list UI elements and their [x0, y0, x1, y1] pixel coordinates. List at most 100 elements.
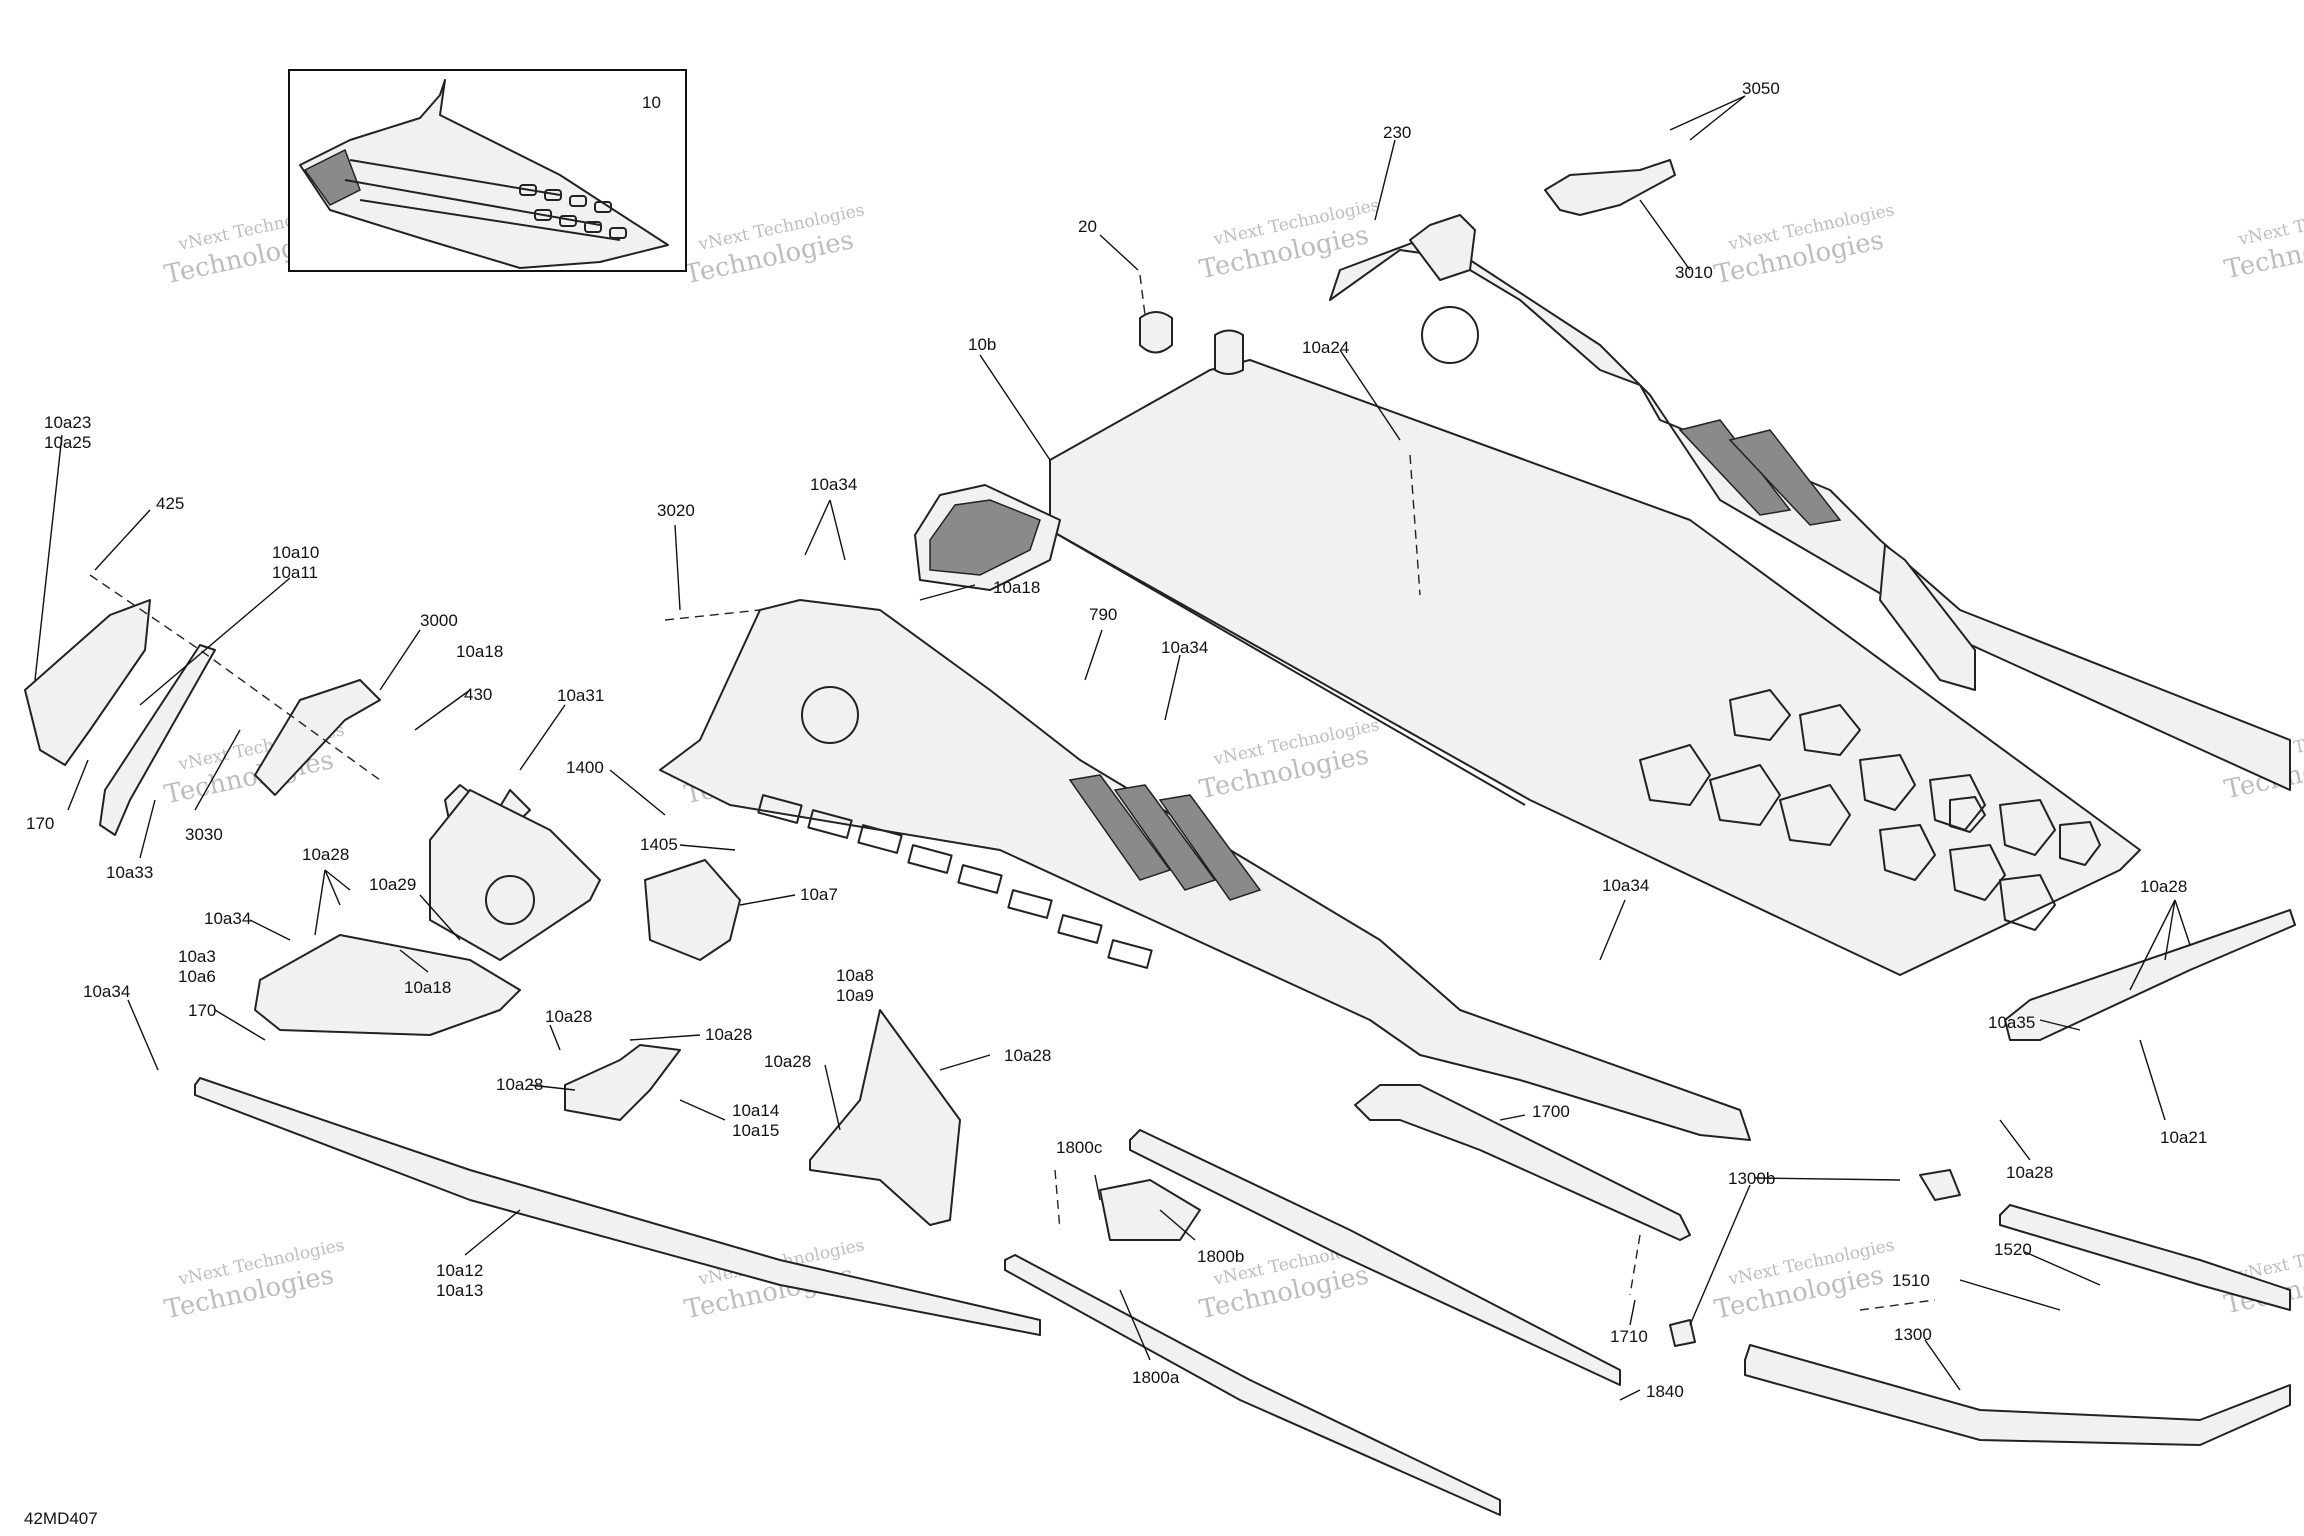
callout-10a34-right: 10a34: [1602, 876, 1649, 895]
callout-labels: 10 10b 20 230 3050 3010 10a24 10a23 10a2…: [24, 79, 2207, 1528]
callout-10a28-g: 10a28: [2140, 877, 2187, 896]
mount-plate-10a29: [429, 789, 601, 961]
skid-plate-10a3: [254, 934, 521, 1036]
callout-10a14: 10a14: [732, 1101, 779, 1120]
inset-frame-side: [303, 148, 361, 206]
bracket-10a23: [24, 599, 151, 766]
callout-10a15: 10a15: [732, 1121, 779, 1140]
callout-1700: 1700: [1532, 1102, 1570, 1121]
callout-10a28-a: 10a28: [302, 845, 349, 864]
callout-1710: 1710: [1610, 1327, 1648, 1346]
callout-790: 790: [1089, 605, 1117, 624]
rail-10a21: [2004, 909, 2296, 1041]
front-bracket-230: [1409, 214, 1476, 281]
callout-10a6: 10a6: [178, 967, 216, 986]
inset-assembly: [288, 69, 687, 272]
callout-10a28-f: 10a28: [1004, 1046, 1051, 1065]
callout-3050: 3050: [1742, 79, 1780, 98]
callout-1300: 1300: [1894, 1325, 1932, 1344]
callout-1840: 1840: [1646, 1382, 1684, 1401]
bumper-1300: [1744, 1344, 2291, 1446]
callout-10a18-left: 10a18: [456, 642, 503, 661]
side-vent-2: [1113, 784, 1217, 891]
callout-10a35: 10a35: [1988, 1013, 2035, 1032]
callout-10a34-left: 10a34: [204, 909, 251, 928]
callout-1800a: 1800a: [1132, 1368, 1180, 1387]
assembly-lines: [89, 274, 1936, 1311]
rail-1800a: [1004, 1254, 1501, 1516]
callout-10a12: 10a12: [436, 1261, 483, 1280]
callout-10a33: 10a33: [106, 863, 153, 882]
tube-fitting: [1214, 329, 1244, 375]
callout-10a24: 10a24: [1302, 338, 1349, 357]
callout-170-lower: 170: [188, 1001, 216, 1020]
mount-plate-hole: [485, 875, 535, 925]
callout-10a28-c: 10a28: [705, 1025, 752, 1044]
panel-vent-2: [1728, 429, 1842, 526]
rail-1700: [1354, 1084, 1691, 1241]
watermark: vNext Technologies Technologies: [682, 200, 866, 290]
inset-slots: [519, 184, 627, 239]
brace-10a10: [99, 644, 216, 836]
callout-1520: 1520: [1994, 1240, 2032, 1259]
tunnel-side-hole: [801, 686, 859, 744]
callout-1300b: 1300b: [1728, 1169, 1775, 1188]
callout-430: 430: [464, 685, 492, 704]
left-tunnel-side: [659, 599, 1751, 1141]
callout-10a18-lower: 10a18: [404, 978, 451, 997]
bracket-3010-body: [1544, 159, 1676, 216]
rail-1800c: [1129, 1129, 1621, 1386]
callout-10b: 10b: [968, 335, 996, 354]
callout-10a3: 10a3: [178, 947, 216, 966]
rail-10a12: [194, 1077, 1041, 1336]
callout-10a34-far-left: 10a34: [83, 982, 130, 1001]
callout-10a28-d: 10a28: [496, 1075, 543, 1094]
callout-230: 230: [1383, 123, 1411, 142]
panel-hole-large: [1421, 306, 1479, 364]
bracket-3000: [254, 679, 381, 796]
deck-cutouts: [1639, 689, 2101, 931]
callout-10a10: 10a10: [272, 543, 319, 562]
watermark: vNext Technologies Technologies: [162, 1235, 346, 1325]
side-slots: [757, 794, 1153, 969]
callout-20: 20: [1078, 217, 1097, 236]
callout-10a9: 10a9: [836, 986, 874, 1005]
rail-1520: [1999, 1204, 2291, 1311]
bracket-3010: [1544, 159, 1676, 216]
clip-1300b: [1919, 1169, 1961, 1201]
diagram-code: 42MD407: [24, 1509, 98, 1528]
side-vent-3: [1158, 794, 1262, 901]
callout-10: 10: [642, 93, 661, 112]
lower-brackets: [254, 934, 961, 1226]
callout-10a13: 10a13: [436, 1281, 483, 1300]
callout-10a18-center: 10a18: [993, 578, 1040, 597]
callout-10a34-top: 10a34: [810, 475, 857, 494]
callout-425: 425: [156, 494, 184, 513]
callout-10a29: 10a29: [369, 875, 416, 894]
leader-lines: [34, 95, 2191, 1401]
clip-1300b-2: [1669, 1319, 1696, 1347]
callout-170-left: 170: [26, 814, 54, 833]
callout-1400: 1400: [566, 758, 604, 777]
callout-1800b: 1800b: [1197, 1247, 1244, 1266]
callout-10a11: 10a11: [272, 563, 318, 582]
callout-10a25: 10a25: [44, 433, 91, 452]
callout-10a23: 10a23: [44, 413, 91, 432]
rails: [194, 909, 2296, 1516]
right-side-panel: [1329, 214, 2291, 791]
callout-1510: 1510: [1892, 1271, 1930, 1290]
watermark: vNext Technologies Technologies: [1712, 1235, 1896, 1325]
bracket-10a8: [809, 1009, 961, 1226]
left-brackets: [24, 599, 741, 961]
filler-neck: [1139, 311, 1173, 354]
watermark: vNext Technologies Technologies: [2222, 195, 2304, 285]
tunnel-deck-edge: [1049, 529, 1526, 806]
side-vent-1: [1068, 774, 1172, 881]
callout-1405: 1405: [640, 835, 678, 854]
panel-gusset: [1879, 544, 1976, 691]
callout-10a31: 10a31: [557, 686, 604, 705]
watermark: vNext Technologies Technologies: [1197, 715, 1381, 805]
callout-3010: 3010: [1675, 263, 1713, 282]
callout-10a8: 10a8: [836, 966, 874, 985]
